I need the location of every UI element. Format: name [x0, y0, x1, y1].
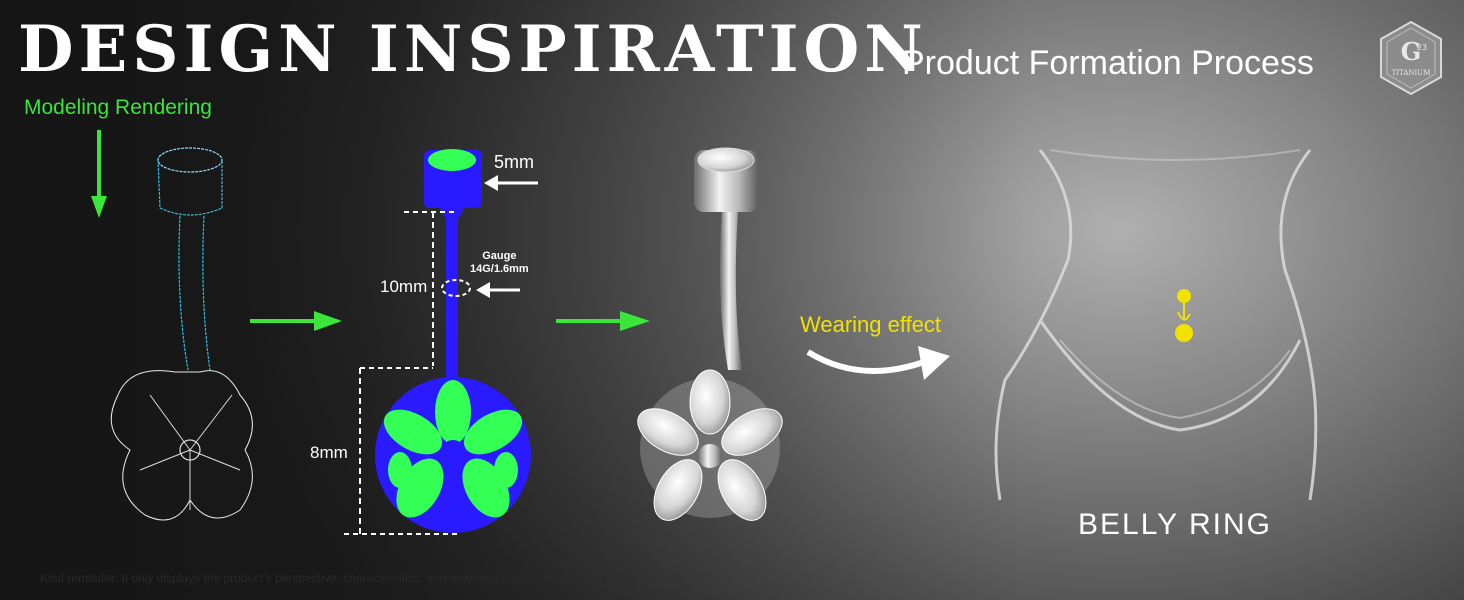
- gauge-value: 14G/1.6mm: [470, 263, 529, 275]
- pointer-arrows: [476, 175, 538, 298]
- wearing-effect-label: Wearing effect: [800, 312, 942, 337]
- logo-text: TITANIUM: [1392, 69, 1431, 77]
- down-arrow-icon: [91, 130, 107, 218]
- svg-text:G: G: [1401, 37, 1422, 66]
- top-ball-dimension: 5mm: [494, 152, 534, 172]
- wireframe-model: [110, 147, 253, 521]
- gauge-label: Gauge 14G/1.6mm: [470, 250, 529, 276]
- svg-text:23: 23: [1417, 43, 1427, 52]
- page-title: DESIGN INSPIRATION: [18, 12, 928, 87]
- flower-dimension: 8mm: [310, 443, 348, 462]
- titanium-logo: G 23 TITANIUM: [1380, 20, 1442, 96]
- curved-arrow-icon: [806, 346, 950, 380]
- page-subtitle: Product Formation Process: [902, 44, 1314, 82]
- gauge-title: Gauge: [482, 250, 517, 262]
- bar-length-dimension: 10mm: [380, 277, 428, 296]
- modeling-rendering-label: Modeling Rendering: [24, 96, 212, 119]
- product-name-label: BELLY RING: [1078, 508, 1272, 541]
- right-arrow-icon: [250, 311, 342, 331]
- rendered-product: [637, 147, 783, 521]
- kind-reminder-text: Kind reminder: It only displays the prod…: [40, 571, 640, 585]
- color-model: [375, 149, 531, 533]
- belly-ring-marker: [1175, 289, 1193, 342]
- dimension-lines: [344, 211, 471, 535]
- right-arrow-icon: [556, 311, 650, 331]
- body-silhouette: [994, 149, 1318, 501]
